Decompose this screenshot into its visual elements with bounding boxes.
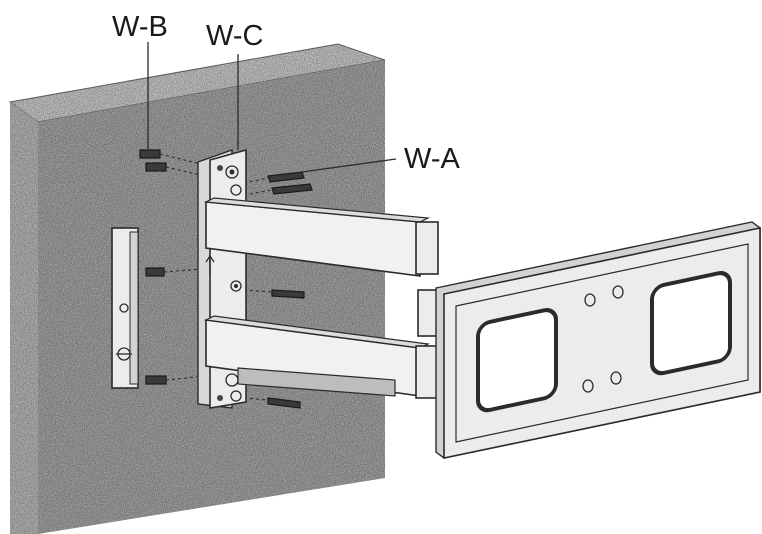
label-w-b: W-B [112, 11, 168, 43]
side-bracket [111, 227, 139, 389]
label-w-a: W-A [404, 143, 461, 175]
label-w-c: W-C [206, 20, 263, 52]
plate-cutout-right [650, 271, 732, 376]
tv-mounting-plate [435, 221, 761, 459]
lag-bolts-w-a [267, 171, 313, 409]
leader-lines [147, 42, 397, 173]
plate-cutout-left [476, 308, 558, 413]
